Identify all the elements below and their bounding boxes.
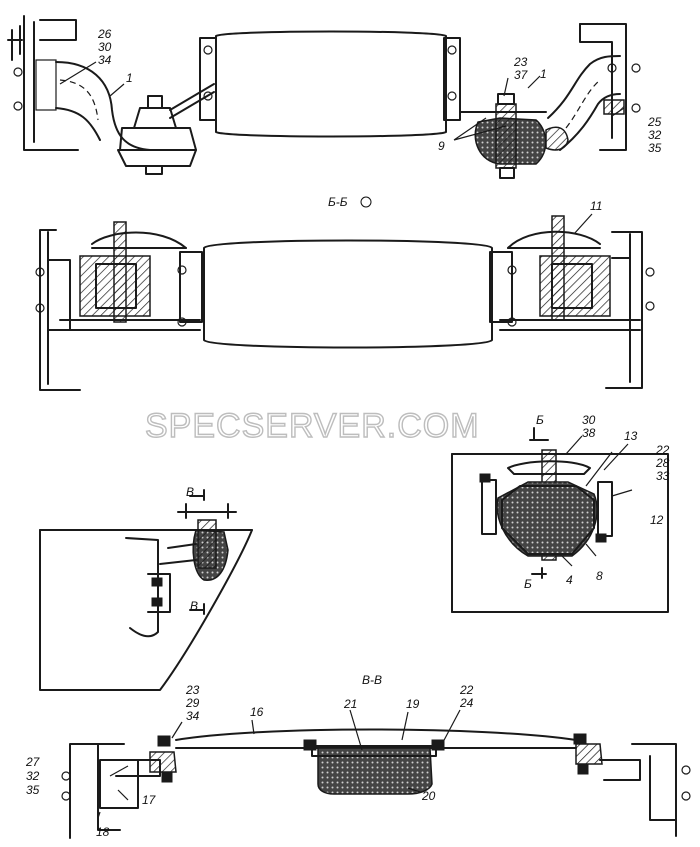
section-bb-marker bbox=[360, 196, 372, 208]
label-bb-11: 11 bbox=[590, 199, 602, 213]
cut-v-bottom: В bbox=[190, 599, 198, 613]
label-mid-30: 30 bbox=[582, 413, 596, 427]
section-vv-view bbox=[61, 728, 691, 839]
label-bottom-21: 21 bbox=[343, 697, 357, 711]
label-mid-33: 33 bbox=[656, 469, 670, 483]
section-vv-title: В-В bbox=[362, 673, 382, 687]
part-labels: 26 30 34 1 23 37 1 25 32 35 9 11 30 38 1… bbox=[25, 27, 670, 839]
label-bottom-29: 29 bbox=[185, 696, 200, 710]
label-mid-8: 8 bbox=[596, 569, 603, 583]
label-top-right-25: 25 bbox=[647, 115, 662, 129]
label-bottom-19: 19 bbox=[406, 697, 420, 711]
left-detail-view bbox=[39, 489, 253, 691]
cut-v-top: В bbox=[186, 485, 194, 499]
label-bottom-34: 34 bbox=[186, 709, 200, 723]
label-mid-4: 4 bbox=[566, 573, 573, 587]
label-bottom-17: 17 bbox=[142, 793, 157, 807]
label-top-left-26: 26 bbox=[97, 27, 112, 41]
label-bottom-24: 24 bbox=[459, 696, 474, 710]
label-top-right-35: 35 bbox=[648, 141, 662, 155]
label-mid-12: 12 bbox=[650, 513, 664, 527]
label-bottom-22: 22 bbox=[459, 683, 474, 697]
label-mid-38: 38 bbox=[582, 426, 596, 440]
label-top-left-34: 34 bbox=[98, 53, 112, 67]
section-bb-view bbox=[35, 213, 655, 391]
label-top-right-32: 32 bbox=[648, 128, 662, 142]
label-top-right-part-1: 1 bbox=[540, 67, 547, 81]
label-bottom-20: 20 bbox=[421, 789, 436, 803]
top-assembly-view bbox=[7, 15, 641, 179]
cut-b-bottom: Б bbox=[524, 577, 532, 591]
label-bottom-35: 35 bbox=[26, 783, 40, 797]
cut-b-top: Б bbox=[536, 413, 544, 427]
label-top-left-30: 30 bbox=[98, 40, 112, 54]
label-mid-28: 28 bbox=[655, 456, 670, 470]
label-bottom-32: 32 bbox=[26, 769, 40, 783]
label-top-rubber-9: 9 bbox=[438, 139, 445, 153]
label-top-mid-23: 23 bbox=[513, 55, 528, 69]
label-mid-13: 13 bbox=[624, 429, 638, 443]
leader-lines bbox=[59, 61, 633, 819]
label-mid-22: 22 bbox=[655, 443, 670, 457]
label-top-left-part-1: 1 bbox=[126, 71, 133, 85]
label-bottom-16: 16 bbox=[250, 705, 264, 719]
label-bottom-18: 18 bbox=[96, 825, 110, 839]
label-top-mid-37: 37 bbox=[514, 68, 529, 82]
right-detail-view bbox=[451, 427, 669, 613]
label-bottom-27: 27 bbox=[25, 755, 41, 769]
section-bb-title: Б-Б bbox=[328, 195, 348, 209]
watermark-text: SPECSERVER.COM bbox=[145, 407, 480, 445]
label-bottom-23: 23 bbox=[185, 683, 200, 697]
